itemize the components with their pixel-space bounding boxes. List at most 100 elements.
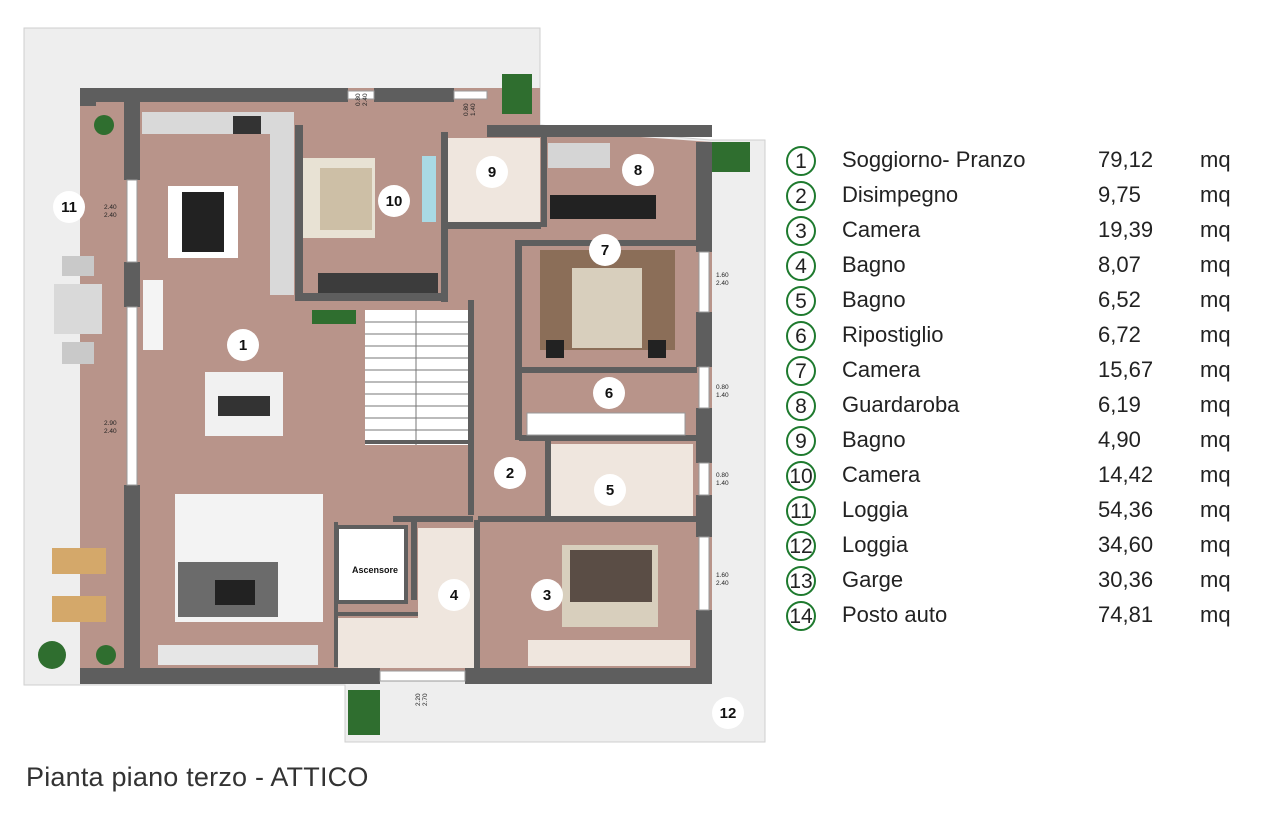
legend-room-name: Soggiorno- Pranzo [842, 147, 1026, 172]
legend-room-area: 34,60 [1098, 532, 1154, 557]
window-frames [126, 90, 710, 682]
kitchen-counter [142, 112, 294, 295]
dining-table-kitchen [168, 186, 238, 258]
legend-room-name: Garge [842, 567, 904, 592]
legend-area-unit: mq [1200, 357, 1231, 382]
elevator-label: Ascensore [352, 565, 398, 575]
dimension-d1: 0.80 2.40 [355, 93, 369, 106]
legend-row: 11 Loggia 54,36 mq [786, 494, 1256, 529]
dimension-d3: 2.40 2.40 [104, 204, 117, 219]
legend-room-area: 8,07 [1098, 252, 1141, 277]
bed-room-10 [303, 156, 438, 293]
room-label-2: 2 [506, 465, 514, 482]
legend-number-badge: 1 [786, 146, 816, 176]
room-label-9: 9 [488, 164, 496, 181]
legend-room-name: Disimpegno [842, 182, 959, 207]
legend-row: 10 Camera 14,42 mq [786, 459, 1256, 494]
legend-room-name: Bagno [842, 252, 906, 277]
legend-row: 7 Camera 15,67 mq [786, 354, 1256, 389]
svg-text:2.90: 2.90 [104, 420, 117, 427]
legend-room-name: Camera [842, 357, 921, 382]
legend-number-badge: 11 [786, 496, 816, 526]
dimension-d4: 1.60 2.40 [716, 272, 729, 287]
room-labels: 1 2 3 4 5 6 7 8 9 10 11 12 [61, 162, 736, 722]
legend-room-area: 79,12 [1098, 147, 1154, 172]
legend-number-badge: 5 [786, 286, 816, 316]
legend-number-badge: 3 [786, 216, 816, 246]
legend-room-name: Bagno [842, 427, 906, 452]
legend-number-badge: 9 [786, 426, 816, 456]
legend-room-name: Ripostiglio [842, 322, 944, 347]
room-label-12: 12 [720, 705, 737, 722]
legend-room-area: 6,52 [1098, 287, 1141, 312]
svg-text:2.40: 2.40 [104, 212, 117, 219]
svg-text:2.70: 2.70 [422, 693, 429, 706]
legend-area-unit: mq [1200, 287, 1231, 312]
legend-area-unit: mq [1200, 602, 1231, 627]
bathroom-4-lower-floor [338, 618, 474, 668]
legend-row: 2 Disimpegno 9,75 mq [786, 179, 1256, 214]
room-label-10: 10 [386, 193, 403, 210]
legend-area-unit: mq [1200, 182, 1231, 207]
legend-row: 3 Camera 19,39 mq [786, 214, 1256, 249]
stair-steps [365, 310, 468, 445]
svg-text:0.80: 0.80 [716, 384, 729, 391]
walls [80, 88, 712, 684]
tv-unit [158, 645, 318, 665]
legend-number-badge: 13 [786, 566, 816, 596]
svg-text:1.40: 1.40 [716, 392, 729, 399]
room-label-6: 6 [605, 385, 613, 402]
legend-room-name: Loggia [842, 532, 909, 557]
legend-room-name: Bagno [842, 287, 906, 312]
legend-area-unit: mq [1200, 427, 1231, 452]
legend-room-area: 74,81 [1098, 602, 1154, 627]
legend-room-area: 4,90 [1098, 427, 1141, 452]
bed-room-3 [528, 545, 690, 666]
svg-text:2.40: 2.40 [716, 280, 729, 287]
svg-text:1.40: 1.40 [470, 103, 477, 116]
dimension-d6: 2.90 2.40 [104, 420, 117, 435]
legend-room-area: 15,67 [1098, 357, 1154, 382]
legend-room-name: Camera [842, 217, 921, 242]
room-label-11: 11 [61, 199, 77, 216]
svg-text:2.20: 2.20 [415, 693, 422, 706]
legend-row: 6 Ripostiglio 6,72 mq [786, 319, 1256, 354]
legend-room-area: 30,36 [1098, 567, 1154, 592]
legend-room-name: Loggia [842, 497, 909, 522]
legend-row: 8 Guardaroba 6,19 mq [786, 389, 1256, 424]
svg-text:2.40: 2.40 [362, 93, 369, 106]
room-label-4: 4 [450, 587, 459, 604]
legend-area-unit: mq [1200, 392, 1231, 417]
room-label-3: 3 [543, 587, 551, 604]
legend-row: 12 Loggia 34,60 mq [786, 529, 1256, 564]
svg-text:0.80: 0.80 [355, 93, 362, 106]
legend-room-area: 9,75 [1098, 182, 1141, 207]
svg-text:1.40: 1.40 [716, 480, 729, 487]
legend-room-area: 54,36 [1098, 497, 1154, 522]
dining-table-living [205, 372, 283, 436]
legend-number-badge: 6 [786, 321, 816, 351]
room-label-8: 8 [634, 162, 642, 179]
plan-caption: Pianta piano terzo - ATTICO [26, 762, 369, 792]
legend-room-name: Guardaroba [842, 392, 960, 417]
legend-row: 4 Bagno 8,07 mq [786, 249, 1256, 284]
floor-plan: Ascensore [23, 27, 766, 743]
dimension-d7: 0.80 1.40 [716, 472, 729, 487]
room-legend: 1 Soggiorno- Pranzo 79,12 mq 2 Disimpegn… [786, 144, 1256, 634]
legend-row: 9 Bagno 4,90 mq [786, 424, 1256, 459]
legend-room-area: 6,72 [1098, 322, 1141, 347]
dimension-notes: 0.80 2.40 0.80 1.40 2.40 2.40 1.60 2.40 … [104, 93, 729, 706]
legend-number-badge: 14 [786, 601, 816, 631]
legend-number-badge: 8 [786, 391, 816, 421]
legend-room-name: Posto auto [842, 602, 948, 627]
legend-area-unit: mq [1200, 322, 1231, 347]
dimension-d2: 0.80 1.40 [463, 103, 477, 116]
legend-row: 13 Garge 30,36 mq [786, 564, 1256, 599]
svg-text:0.80: 0.80 [716, 472, 729, 479]
svg-text:1.60: 1.60 [716, 272, 729, 279]
svg-text:1.60: 1.60 [716, 572, 729, 579]
legend-area-unit: mq [1200, 147, 1231, 172]
legend-number-badge: 7 [786, 356, 816, 386]
svg-text:2.40: 2.40 [104, 204, 117, 211]
dimension-d5: 0.80 1.40 [716, 384, 729, 399]
